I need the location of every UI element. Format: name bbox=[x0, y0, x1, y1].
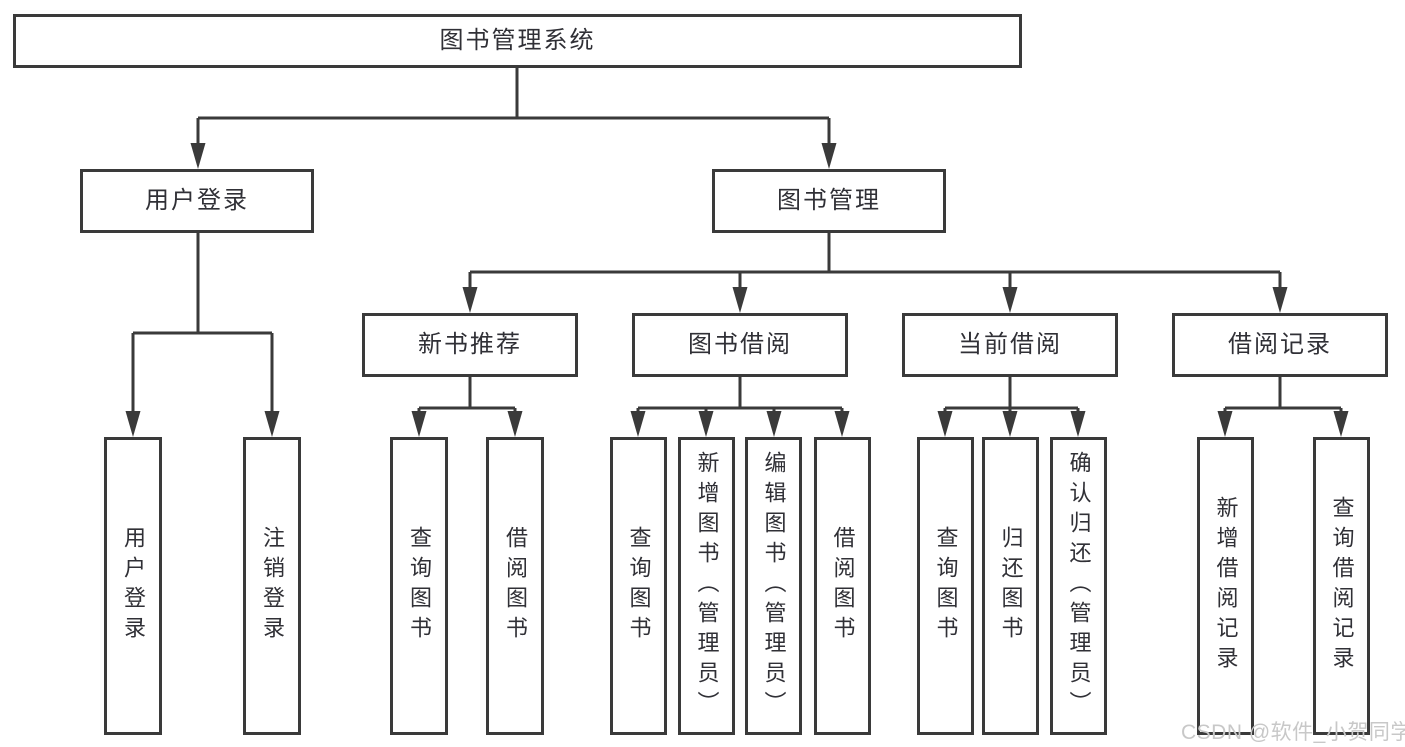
arrowhead bbox=[732, 287, 748, 313]
connector-current-borrow-to-leaves bbox=[937, 377, 1086, 437]
leaf-query-borrow-record: 查询借阅记录 bbox=[1313, 437, 1370, 735]
leaf-query-books: 查询图书 bbox=[917, 437, 974, 735]
node-label: 查询图书 bbox=[626, 526, 652, 646]
node-new-book-recommendation: 新书推荐 bbox=[362, 313, 578, 377]
node-label: 新书推荐 bbox=[418, 331, 522, 358]
node-label: 查询图书 bbox=[407, 526, 432, 646]
node-label: 借阅记录 bbox=[1228, 331, 1332, 358]
node-label: 用户登录 bbox=[121, 526, 146, 646]
leaf-logout: 注销登录 bbox=[243, 437, 301, 735]
arrowhead bbox=[1070, 411, 1086, 437]
node-borrowing-records: 借阅记录 bbox=[1172, 313, 1388, 377]
node-label: 查询图书 bbox=[933, 526, 959, 646]
node-label: 注销登录 bbox=[260, 526, 285, 646]
arrowhead bbox=[264, 411, 280, 437]
leaf-user-login: 用户登录 bbox=[104, 437, 162, 735]
node-book-management: 图书管理 bbox=[712, 169, 946, 233]
arrowhead bbox=[1002, 287, 1018, 313]
arrowhead bbox=[937, 411, 953, 437]
node-library-management-system: 图书管理系统 bbox=[13, 14, 1022, 68]
leaf-add-borrow-record: 新增借阅记录 bbox=[1197, 437, 1254, 735]
arrowhead bbox=[1272, 287, 1288, 313]
arrowhead bbox=[411, 411, 427, 437]
arrowhead bbox=[1217, 411, 1233, 437]
arrowhead bbox=[125, 411, 141, 437]
leaf-borrow-books: 借阅图书 bbox=[814, 437, 871, 735]
leaf-query-books: 查询图书 bbox=[390, 437, 448, 735]
arrowhead bbox=[462, 287, 478, 313]
node-label: 用户登录 bbox=[145, 187, 249, 214]
arrowhead bbox=[834, 411, 850, 437]
node-label: 确认归还（管理员） bbox=[1066, 451, 1092, 721]
leaf-query-books: 查询图书 bbox=[610, 437, 667, 735]
arrowhead bbox=[1333, 411, 1349, 437]
connector-mgmt-to-level3 bbox=[462, 233, 1288, 313]
arrowhead bbox=[630, 411, 646, 437]
node-label: 借阅图书 bbox=[830, 526, 856, 646]
arrowhead bbox=[766, 411, 782, 437]
leaf-edit-books-admin: 编辑图书（管理员） bbox=[745, 437, 802, 735]
connector-user-login-to-leaves bbox=[125, 233, 280, 437]
node-label: 借阅图书 bbox=[503, 526, 528, 646]
leaf-confirm-return-admin: 确认归还（管理员） bbox=[1050, 437, 1107, 735]
watermark-text: CSDN @软件_小贺同学 bbox=[1181, 721, 1405, 744]
connector-root-to-level2 bbox=[190, 68, 837, 169]
node-label: 图书借阅 bbox=[688, 331, 792, 358]
node-label: 编辑图书（管理员） bbox=[761, 451, 787, 721]
connector-borrow-records-to-leaves bbox=[1217, 377, 1349, 437]
arrowhead bbox=[507, 411, 523, 437]
connector-book-borrow-to-leaves bbox=[630, 377, 850, 437]
node-current-borrowing: 当前借阅 bbox=[902, 313, 1118, 377]
node-book-borrowing: 图书借阅 bbox=[632, 313, 848, 377]
leaf-return-books: 归还图书 bbox=[982, 437, 1039, 735]
node-label: 新增借阅记录 bbox=[1213, 496, 1239, 676]
node-label: 归还图书 bbox=[998, 526, 1024, 646]
arrowhead bbox=[1002, 411, 1018, 437]
arrowhead bbox=[190, 143, 206, 169]
node-label: 图书管理 bbox=[777, 187, 881, 214]
arrowhead bbox=[821, 143, 837, 169]
node-label: 当前借阅 bbox=[958, 331, 1062, 358]
arrowhead bbox=[698, 411, 714, 437]
node-label: 查询借阅记录 bbox=[1329, 496, 1355, 676]
node-label: 图书管理系统 bbox=[439, 27, 596, 54]
node-user-login: 用户登录 bbox=[80, 169, 314, 233]
leaf-add-books-admin: 新增图书（管理员） bbox=[678, 437, 735, 735]
leaf-borrow-books: 借阅图书 bbox=[486, 437, 544, 735]
node-label: 新增图书（管理员） bbox=[694, 451, 720, 721]
connector-new-book-to-leaves bbox=[411, 377, 523, 437]
